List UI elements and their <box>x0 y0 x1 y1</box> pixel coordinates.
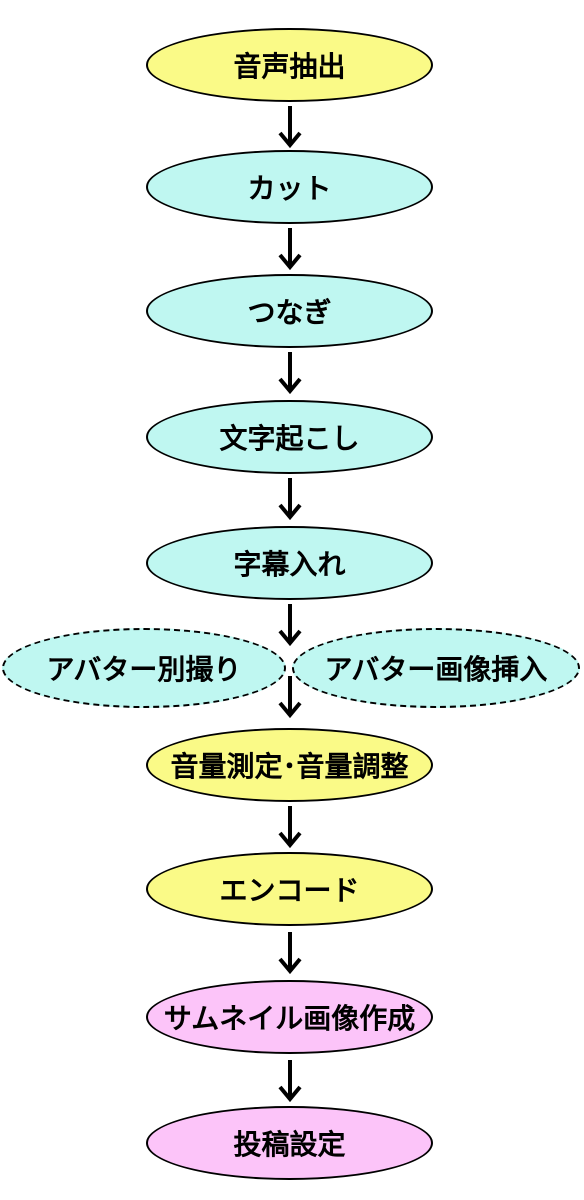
step-cut: カット <box>146 150 433 224</box>
step-transcription: 文字起こし <box>146 400 433 474</box>
arrow-down-icon <box>278 1060 302 1103</box>
step-volume-adjust: 音量測定･音量調整 <box>146 728 433 802</box>
arrow-down-icon <box>278 228 302 271</box>
arrow-down-icon <box>278 478 302 521</box>
step-audio-extraction: 音声抽出 <box>146 28 433 102</box>
step-avatar-image-insert: アバター画像挿入 <box>292 628 580 708</box>
step-post-settings: 投稿設定 <box>146 1106 433 1180</box>
arrow-down-icon <box>278 932 302 975</box>
step-avatar-recording: アバター別撮り <box>2 628 286 708</box>
arrow-down-icon <box>278 676 302 719</box>
step-subtitles: 字幕入れ <box>146 526 433 600</box>
arrow-down-icon <box>278 106 302 149</box>
arrow-down-icon <box>278 806 302 849</box>
step-encode: エンコード <box>146 852 433 926</box>
step-join: つなぎ <box>146 274 433 348</box>
step-thumbnail: サムネイル画像作成 <box>146 980 433 1054</box>
arrow-down-icon <box>278 352 302 395</box>
arrow-down-icon <box>278 604 302 647</box>
